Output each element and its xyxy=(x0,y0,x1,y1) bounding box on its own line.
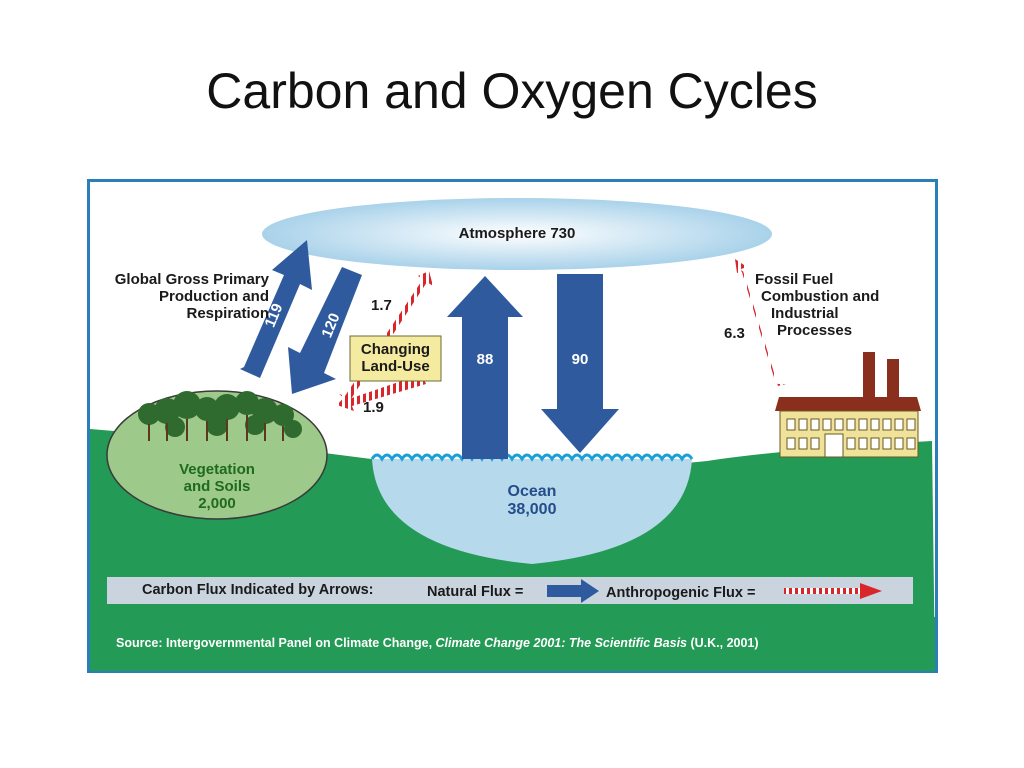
vegetation-label: Vegetation and Soils 2,000 xyxy=(179,461,255,512)
ocean-up-arrow xyxy=(447,276,523,459)
gpp-up-arrow xyxy=(240,240,312,378)
gpp-down-arrow xyxy=(288,267,362,394)
factory xyxy=(775,352,921,458)
fossil-up-arrow xyxy=(735,259,786,386)
legend-bar xyxy=(107,577,913,604)
landuse-label: Changing Land-Use xyxy=(360,341,431,375)
landuse-down-value: 1.9 xyxy=(363,399,384,416)
tree-trunks xyxy=(148,415,284,441)
landuse-up-value: 1.7 xyxy=(371,297,392,314)
atmosphere-cloud xyxy=(262,198,772,270)
source-citation: Source: Intergovernmental Panel on Clima… xyxy=(116,636,759,650)
source-band xyxy=(90,617,935,669)
slide-title: Carbon and Oxygen Cycles xyxy=(206,63,818,119)
fossil-label: Fossil Fuel Combustion and Industrial Pr… xyxy=(755,271,880,339)
carbon-cycle-diagram: Atmosphere 730 Global Gross Primary Prod… xyxy=(87,179,938,673)
landuse-label-box xyxy=(349,335,442,382)
diagram-artwork xyxy=(87,179,938,673)
ocean-label: Ocean 38,000 xyxy=(507,483,557,518)
legend-natural-label: Natural Flux = xyxy=(427,584,524,600)
ocean-down-arrow xyxy=(541,274,619,453)
fossil-value: 6.3 xyxy=(724,325,745,342)
legend-natural-arrow xyxy=(547,579,599,603)
landuse-down-arrow xyxy=(337,374,426,411)
ocean-down-value: 90 xyxy=(571,351,589,368)
ocean-up-value: 88 xyxy=(476,351,494,368)
legend-anthropogenic-label: Anthropogenic Flux = xyxy=(606,585,756,601)
legend-anthropogenic-arrow xyxy=(784,588,860,594)
gpp-label: Global Gross Primary Production and Resp… xyxy=(114,271,269,322)
atmosphere-label: Atmosphere 730 xyxy=(458,225,576,242)
ocean-waves xyxy=(370,453,694,462)
ocean-basin xyxy=(372,459,692,564)
tree-group xyxy=(138,391,302,438)
legend-prefix: Carbon Flux Indicated by Arrows: xyxy=(142,582,374,598)
